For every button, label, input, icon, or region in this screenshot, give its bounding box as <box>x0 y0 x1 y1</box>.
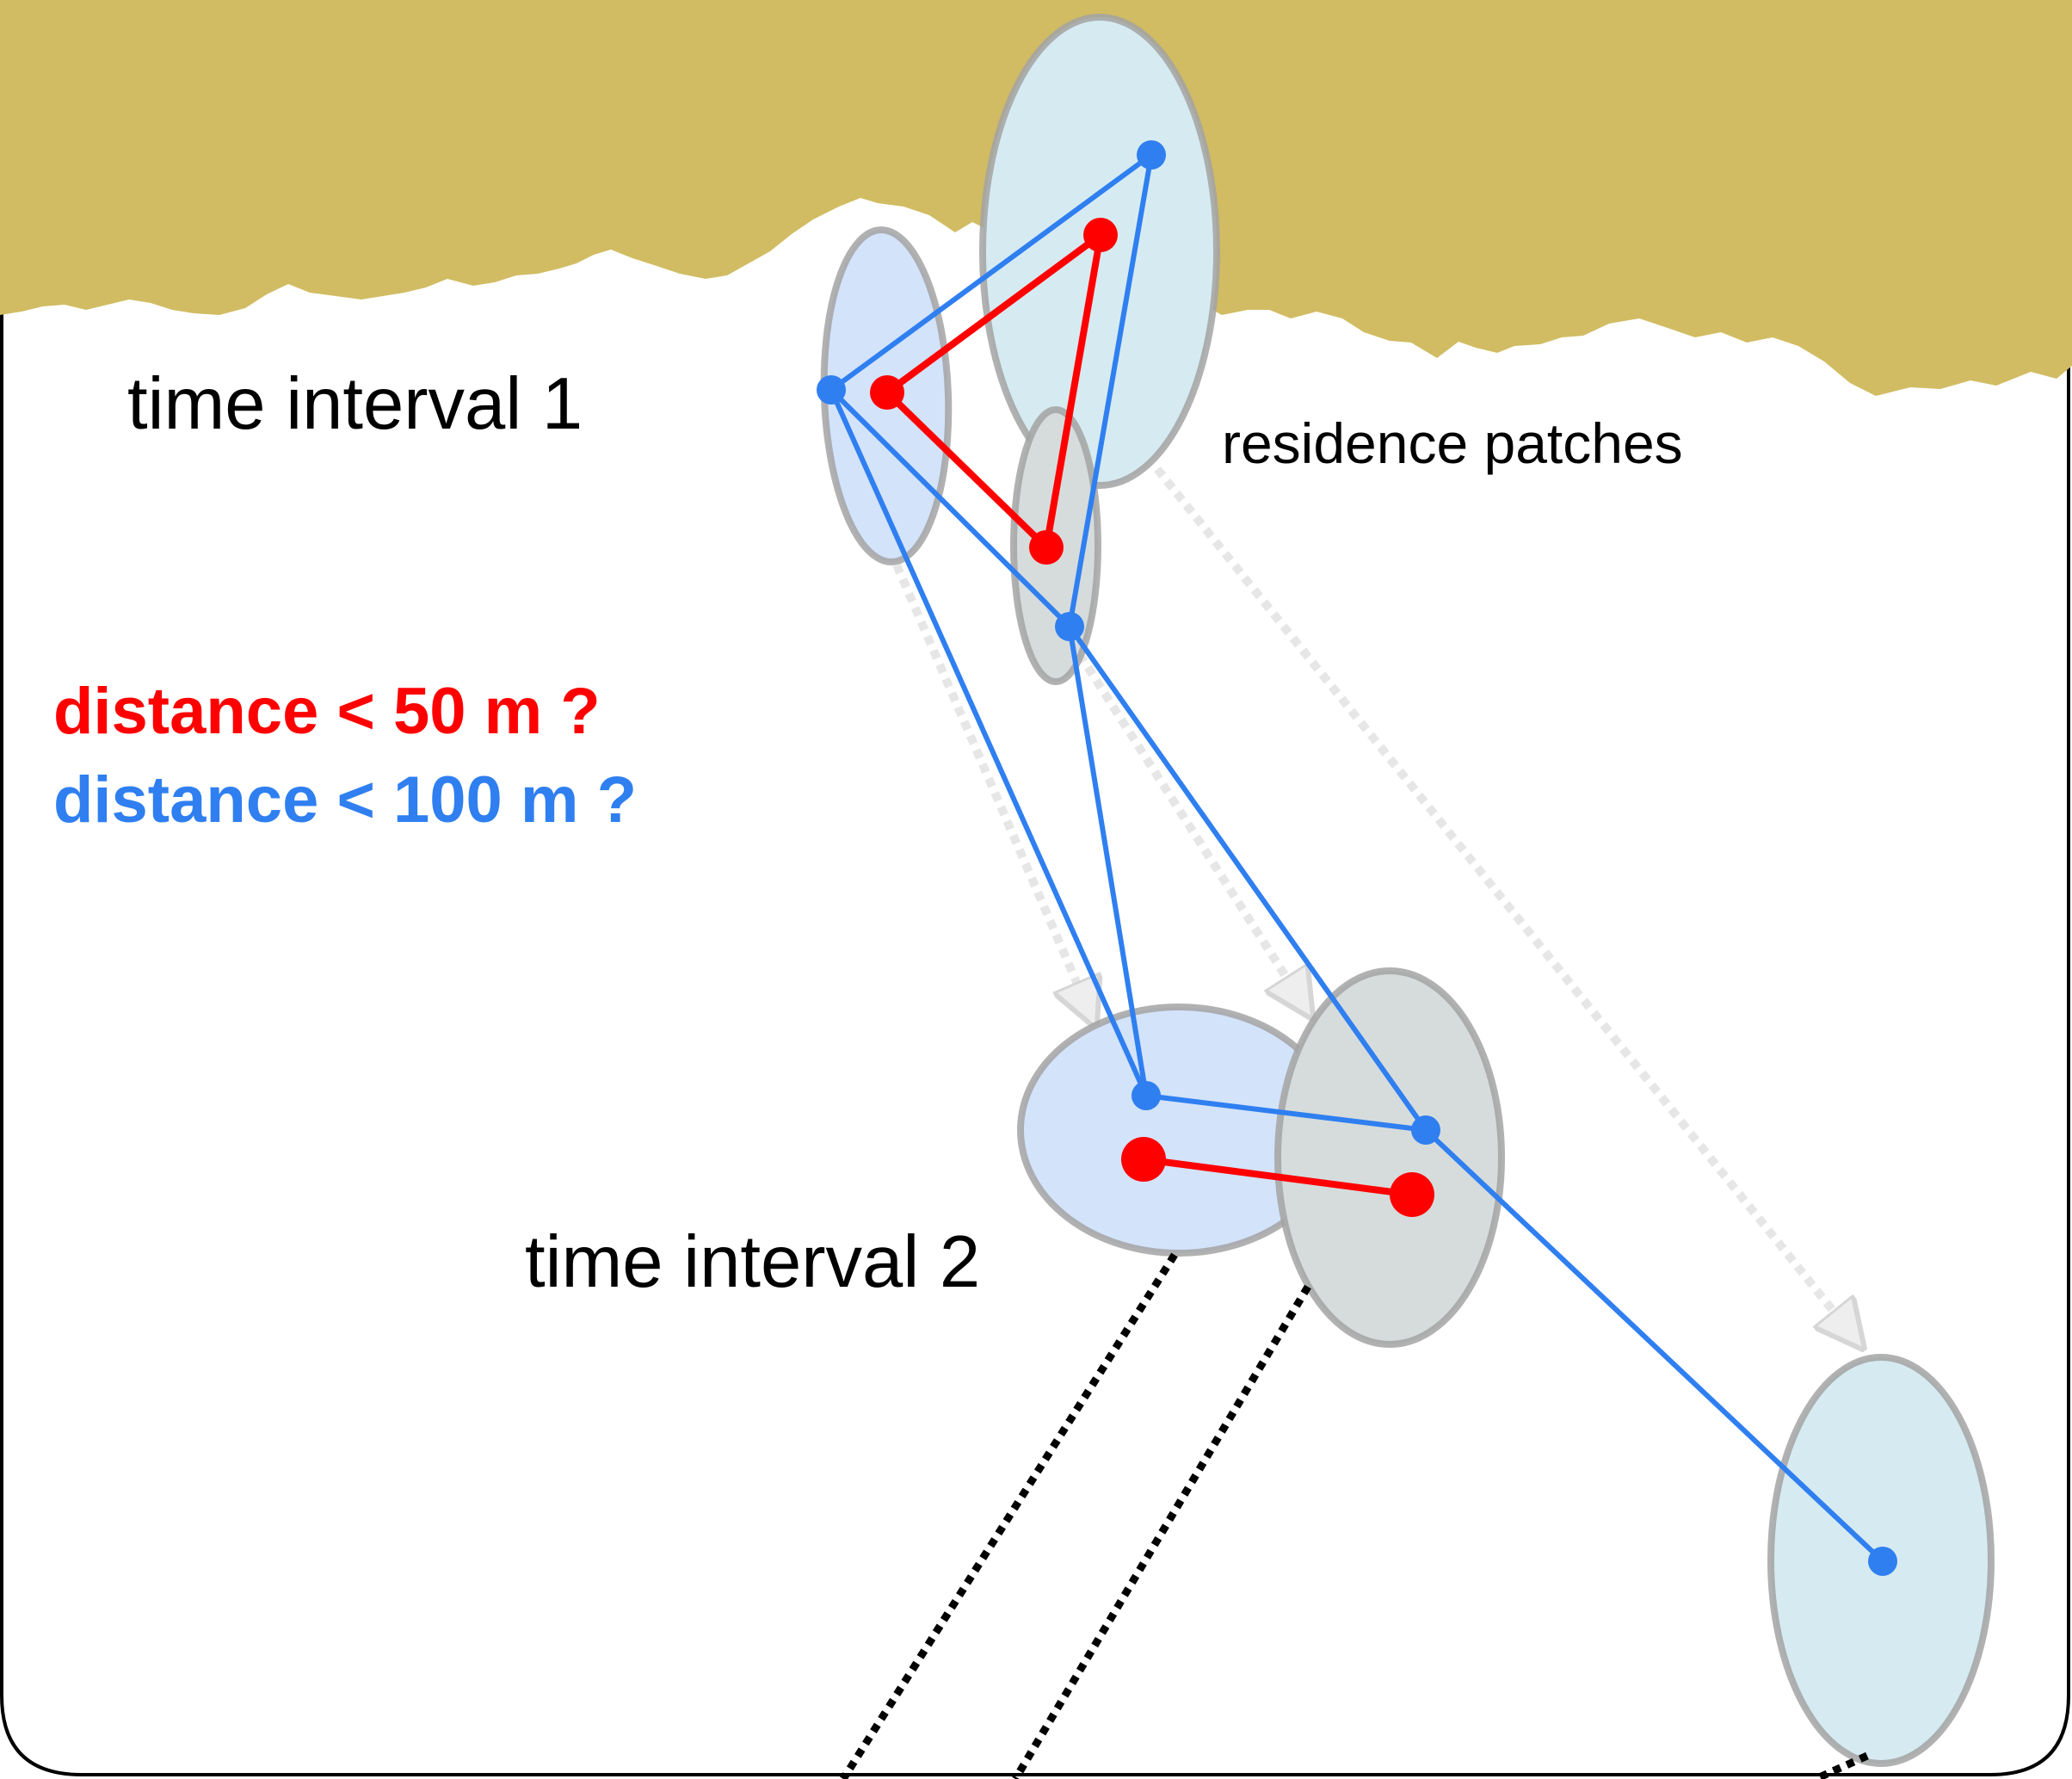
blue-node <box>1055 612 1084 641</box>
transition-arrow-right <box>1154 466 1859 1343</box>
patch-2-right <box>1274 967 1505 1348</box>
continuation-line-middle <box>1012 1284 1311 1779</box>
blue-node <box>1137 140 1166 170</box>
time-interval-1-label: time interval 1 <box>127 363 583 445</box>
blue-edge <box>1067 626 1149 1096</box>
red-node <box>1083 218 1118 252</box>
blue-network <box>829 152 1885 1564</box>
blue-edge <box>829 387 1072 629</box>
red-node <box>1121 1137 1166 1182</box>
blue-edge <box>1067 625 1428 1132</box>
blue-node <box>1132 1081 1161 1110</box>
blue-node <box>1868 1547 1897 1576</box>
red-edge <box>885 232 1103 396</box>
time-interval-2-label: time interval 2 <box>525 1221 980 1303</box>
transition-arrow-left <box>886 549 1093 1020</box>
red-nodes <box>870 218 1434 1217</box>
red-edge <box>885 390 1049 550</box>
patch-transition-arrows <box>886 466 1859 1343</box>
red-node <box>1029 530 1064 565</box>
blue-nodes <box>817 140 1897 1576</box>
red-node <box>870 375 904 410</box>
red-network <box>885 232 1413 1198</box>
distance-100-question: distance < 100 m ? <box>53 763 637 837</box>
residence-patches-label: residence patches <box>1222 411 1683 475</box>
transition-arrow-middle <box>1067 639 1308 1011</box>
continuation-lines <box>840 1252 1869 1779</box>
blue-node <box>817 375 846 405</box>
blue-edge <box>1145 1093 1427 1133</box>
red-edge <box>1043 234 1104 548</box>
blue-edge <box>829 388 1149 1097</box>
red-node <box>1390 1172 1434 1217</box>
continuation-line-left <box>840 1252 1178 1779</box>
blue-node <box>1411 1115 1440 1145</box>
red-edge <box>1143 1156 1413 1198</box>
blue-edge <box>1423 1127 1885 1564</box>
blue-edge <box>1067 154 1154 627</box>
blue-edge <box>829 152 1153 392</box>
distance-50-question: distance < 50 m ? <box>53 675 601 748</box>
continuation-line-right <box>1814 1751 1869 1779</box>
